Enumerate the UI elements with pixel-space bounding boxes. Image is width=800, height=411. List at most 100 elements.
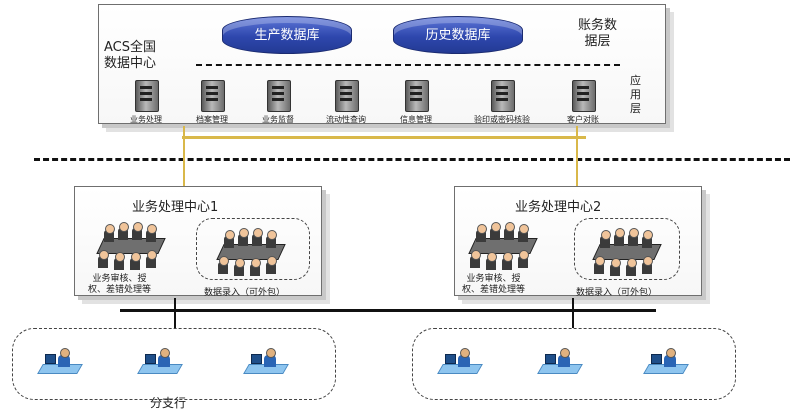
person-icon — [114, 258, 124, 270]
body-icon — [264, 355, 276, 367]
processing-center-1-title: 业务处理中心1 — [132, 200, 219, 215]
person-head-icon — [519, 250, 529, 260]
body-icon — [158, 355, 170, 367]
mon-icon — [45, 354, 56, 364]
mon-icon — [251, 354, 262, 364]
body-icon — [58, 355, 70, 367]
person-icon — [600, 236, 610, 248]
person-icon — [642, 236, 652, 248]
data-layer-label: 账务数 据层 — [578, 18, 618, 49]
head-icon — [160, 348, 170, 358]
person-head-icon — [519, 224, 529, 234]
server-icon — [335, 80, 359, 112]
person-icon — [104, 230, 114, 242]
person-icon — [518, 256, 528, 268]
processing-center-2 — [454, 186, 702, 296]
person-head-icon — [225, 230, 235, 240]
person-icon — [224, 236, 234, 248]
branch-teller-icon — [137, 346, 183, 376]
person-icon — [118, 228, 128, 240]
center-2-entry-caption: 数据录入（可外包） — [576, 288, 658, 298]
person-head-icon — [471, 250, 481, 260]
entry-team-2 — [586, 228, 666, 276]
outsourced-entry-boundary-2 — [574, 218, 680, 280]
person-head-icon — [643, 256, 653, 266]
person-icon — [252, 234, 262, 246]
server-icon — [405, 80, 429, 112]
server-label: 验印或密码核验 — [474, 115, 530, 124]
server-label: 档案管理 — [196, 115, 228, 124]
person-icon — [614, 234, 624, 246]
person-head-icon — [643, 230, 653, 240]
branch-teller-icon — [243, 346, 289, 376]
person-icon — [218, 262, 228, 274]
server-icon — [135, 80, 159, 112]
gold-link-left — [183, 126, 185, 188]
person-head-icon — [115, 252, 125, 262]
person-icon — [626, 264, 636, 276]
server-label: 业务处理 — [130, 115, 162, 124]
person-head-icon — [131, 252, 141, 262]
history-database-label: 历史数据库 — [425, 28, 491, 43]
person-icon — [490, 228, 500, 240]
person-head-icon — [503, 252, 513, 262]
branch-bus-line — [120, 309, 656, 312]
branch-group-left — [12, 328, 336, 400]
center-divider — [34, 158, 790, 161]
person-head-icon — [611, 258, 621, 268]
bus-drop-left — [174, 298, 176, 328]
server-icon — [572, 80, 596, 112]
body-icon — [664, 355, 676, 367]
review-team-2 — [462, 222, 542, 270]
server-icon — [201, 80, 225, 112]
outsourced-entry-boundary-1 — [196, 218, 310, 280]
person-head-icon — [239, 228, 249, 238]
person-head-icon — [251, 258, 261, 268]
person-head-icon — [147, 250, 157, 260]
person-head-icon — [147, 224, 157, 234]
acs-center-label: ACS全国 数据中心 — [104, 40, 157, 71]
center-1-review-caption: 业务审核、授 权、差错处理等 — [88, 274, 152, 295]
body-icon — [458, 355, 470, 367]
person-head-icon — [595, 256, 605, 266]
person-head-icon — [219, 256, 229, 266]
branch-teller-icon — [37, 346, 83, 376]
production-database-label: 生产数据库 — [254, 28, 320, 43]
head-icon — [460, 348, 470, 358]
person-icon — [476, 230, 486, 242]
person-head-icon — [615, 228, 625, 238]
head-icon — [560, 348, 570, 358]
server-label: 业务监督 — [262, 115, 294, 124]
processing-center-2-title: 业务处理中心2 — [515, 200, 602, 215]
review-team-1 — [90, 222, 170, 270]
person-icon — [486, 258, 496, 270]
production-database: 生产数据库 — [222, 16, 352, 54]
person-icon — [98, 256, 108, 268]
server-icon — [491, 80, 515, 112]
mon-icon — [145, 354, 156, 364]
mon-icon — [651, 354, 662, 364]
head-icon — [266, 348, 276, 358]
branch-label: 分支行 — [150, 396, 187, 410]
head-icon — [60, 348, 70, 358]
person-head-icon — [627, 258, 637, 268]
bus-drop-right — [572, 298, 574, 328]
center-1-entry-caption: 数据录入（可外包） — [204, 288, 286, 298]
person-head-icon — [119, 222, 129, 232]
head-icon — [666, 348, 676, 358]
person-icon — [504, 228, 514, 240]
gold-link-right — [576, 126, 578, 188]
person-head-icon — [491, 222, 501, 232]
person-icon — [594, 262, 604, 274]
center-2-review-caption: 业务审核、授 权、差错处理等 — [462, 274, 526, 295]
person-icon — [250, 264, 260, 276]
history-database: 历史数据库 — [393, 16, 523, 54]
mon-icon — [545, 354, 556, 364]
person-head-icon — [505, 222, 515, 232]
person-icon — [146, 256, 156, 268]
branch-group-right — [412, 328, 736, 400]
person-icon — [266, 236, 276, 248]
gold-bus-horizontal — [182, 136, 586, 139]
person-head-icon — [99, 250, 109, 260]
person-icon — [266, 262, 276, 274]
